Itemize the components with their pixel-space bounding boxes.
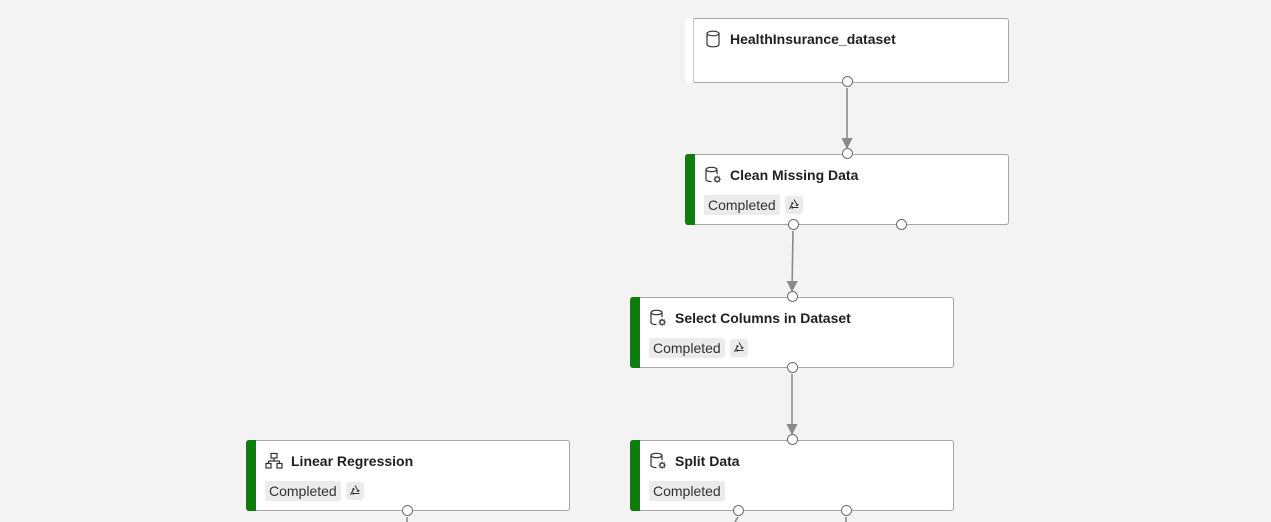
- status-badge: Completed: [649, 338, 725, 358]
- port-split-output-left[interactable]: [733, 505, 744, 516]
- port-clean-output-right[interactable]: [896, 219, 907, 230]
- recycle-icon: [729, 339, 748, 357]
- node-healthinsurance-dataset[interactable]: HealthInsurance_dataset: [685, 18, 1009, 83]
- edge-clean-to-select: [786, 230, 798, 293]
- node-status-row: Completed: [265, 481, 364, 501]
- node-split-data[interactable]: Split Data Completed: [630, 440, 954, 511]
- database-gear-icon: [704, 166, 722, 184]
- status-completed-bar: [630, 440, 640, 511]
- node-status-row: Completed: [649, 338, 748, 358]
- status-completed-bar: [630, 297, 640, 368]
- node-title: Clean Missing Data: [730, 167, 859, 183]
- node-title: HealthInsurance_dataset: [730, 31, 896, 47]
- database-gear-icon: [649, 309, 667, 327]
- port-select-input[interactable]: [787, 291, 798, 302]
- status-completed-bar: [246, 440, 256, 511]
- node-title: Linear Regression: [291, 453, 414, 469]
- node-accent-bar: [685, 18, 694, 83]
- recycle-icon: [345, 482, 364, 500]
- node-status-row: Completed: [704, 195, 803, 215]
- edge-split-left-out: [734, 516, 739, 522]
- status-badge: Completed: [649, 481, 725, 501]
- port-clean-output-left[interactable]: [788, 219, 799, 230]
- node-title: Split Data: [675, 453, 740, 469]
- node-select-columns-in-dataset[interactable]: Select Columns in Dataset Completed: [630, 297, 954, 368]
- status-badge: Completed: [704, 195, 780, 215]
- port-clean-input[interactable]: [842, 148, 853, 159]
- node-clean-missing-data[interactable]: Clean Missing Data Completed: [685, 154, 1009, 225]
- status-completed-bar: [685, 154, 695, 225]
- port-select-output[interactable]: [787, 362, 798, 373]
- port-split-output-right[interactable]: [841, 505, 852, 516]
- port-dataset-output[interactable]: [842, 76, 853, 87]
- database-icon: [704, 30, 722, 48]
- status-badge: Completed: [265, 481, 341, 501]
- port-regression-output[interactable]: [402, 505, 413, 516]
- node-title-row: Select Columns in Dataset: [649, 309, 851, 327]
- node-title: Select Columns in Dataset: [675, 310, 851, 326]
- node-title-row: HealthInsurance_dataset: [704, 30, 896, 48]
- database-gear-icon: [649, 452, 667, 470]
- node-title-row: Split Data: [649, 452, 740, 470]
- node-status-row: Completed: [649, 481, 725, 501]
- hierarchy-icon: [265, 452, 283, 470]
- port-split-input[interactable]: [787, 434, 798, 445]
- node-linear-regression[interactable]: Linear Regression Completed: [246, 440, 570, 511]
- node-title-row: Clean Missing Data: [704, 166, 858, 184]
- node-title-row: Linear Regression: [265, 452, 413, 470]
- recycle-icon: [784, 196, 803, 214]
